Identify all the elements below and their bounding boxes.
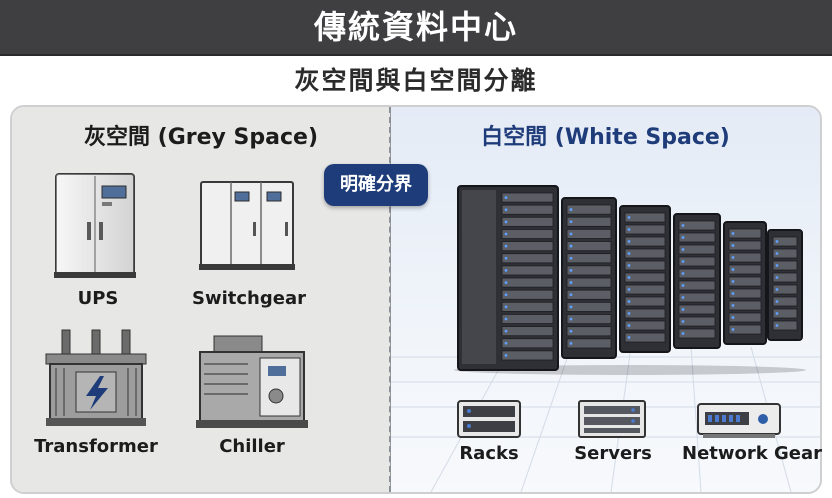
server-rack-row [454, 185, 806, 375]
servers-label: Servers [574, 443, 652, 464]
server-rack [673, 213, 721, 349]
chiller-label: Chiller [219, 436, 285, 457]
white-space-title: 白空間 (White Space) [481, 125, 730, 150]
page-title: 傳統資料中心 [313, 8, 518, 46]
server-rack [457, 185, 559, 371]
grey-space-title: 灰空間 (Grey Space) [84, 125, 318, 150]
server-rack [723, 221, 767, 345]
boundary-tag: 明確分界 [324, 164, 428, 206]
network-gear-label: Network Gear [682, 443, 822, 464]
racks-label: Racks [459, 443, 519, 464]
transformer-label: Transformer [34, 436, 158, 457]
page-subtitle: 灰空間與白空間分離 [294, 66, 538, 95]
chiller-icon [196, 335, 308, 428]
switchgear-label: Switchgear [192, 288, 306, 309]
server-icon [578, 400, 646, 438]
server-rack [561, 197, 617, 359]
zone-divider [389, 107, 391, 492]
server-rack [767, 229, 803, 341]
header-bar: 傳統資料中心 [0, 0, 832, 56]
switchgear-icon [199, 181, 295, 270]
server-rack [619, 205, 671, 353]
ups-cabinet-icon [54, 173, 136, 278]
ups-label: UPS [77, 288, 119, 309]
transformer-icon [45, 329, 147, 426]
network-gear-icon [697, 403, 781, 438]
rack-icon [457, 400, 521, 438]
